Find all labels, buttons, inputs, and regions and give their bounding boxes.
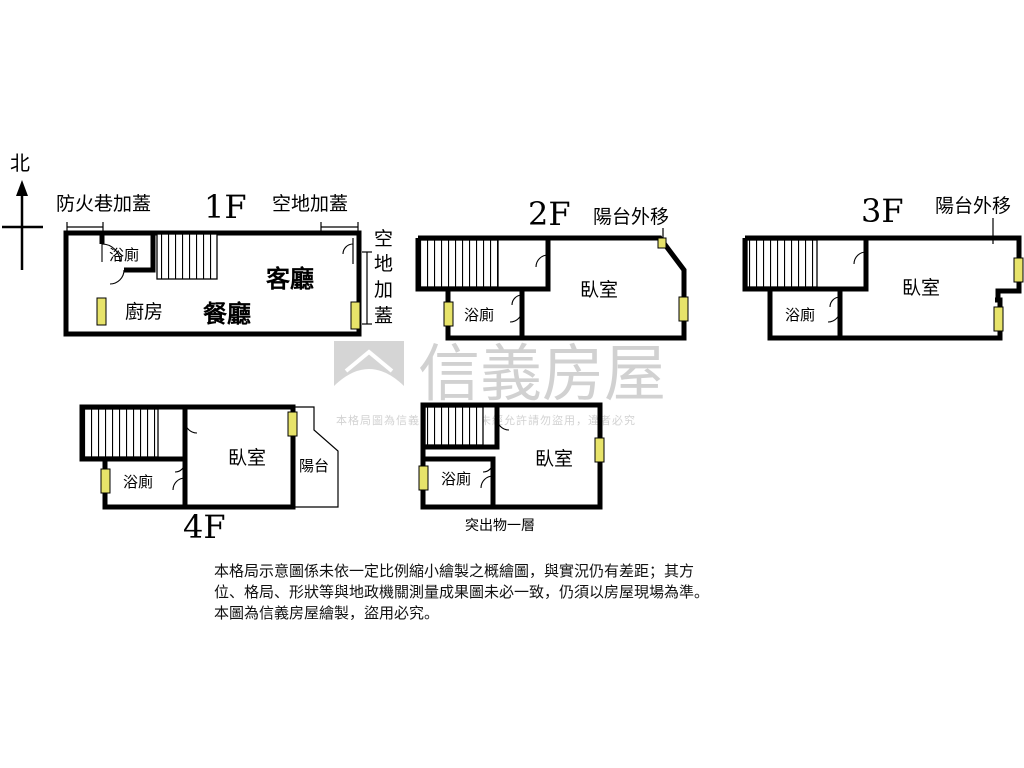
room-label-bedroom-2f: 臥室 [580, 279, 618, 301]
north-compass: 北 [2, 151, 43, 270]
floor-4f: 4F 臥室 浴廁 陽台 [79, 404, 339, 546]
stairs-icon [747, 240, 817, 287]
svg-text:加: 加 [374, 279, 393, 301]
disclaimer: 本格局示意圖係未依一定比例縮小繪製之概繪圖，與實況仍有差距；其方 位、格局、形狀… [214, 561, 834, 624]
window-icon [657, 237, 667, 249]
window-icon [678, 296, 689, 322]
vacant-land-extension-label: 空地加蓋 [272, 193, 348, 215]
svg-text:蓋: 蓋 [374, 305, 393, 327]
window-icon [287, 411, 298, 437]
watermark: 信義房屋 本格局圖為信義房屋繪製，未經允許請勿盜用，違者必究 [334, 337, 666, 427]
floor-1f-title: 1F [204, 188, 247, 226]
floor-rooftop: 突出物一層 臥室 浴廁 [418, 402, 605, 534]
room-label-bath-4f: 浴廁 [123, 473, 153, 491]
room-label-bedroom-4f: 臥室 [228, 447, 266, 469]
window-icon [993, 306, 1004, 332]
brand-logo-icon [334, 341, 404, 401]
stairs-icon [84, 409, 158, 457]
room-label-bedroom-rooftop: 臥室 [535, 448, 573, 470]
balcony-moved-note-2f: 陽台外移 [593, 206, 669, 228]
rooftop-title: 突出物一層 [465, 518, 535, 534]
room-label-bath: 浴廁 [109, 246, 139, 264]
window-icon [96, 297, 107, 326]
window-icon [1013, 257, 1024, 283]
floor-1f-outline [63, 230, 362, 337]
stairs-icon [157, 234, 217, 279]
door-icon [101, 243, 121, 263]
extension-dimension-markers [66, 222, 372, 325]
room-label-balcony-4f: 陽台 [299, 457, 329, 475]
disclaimer-line: 位、格局、形狀等與地政機關測量成果圖未必一致，仍須以房屋現場為準。 [214, 583, 710, 601]
floor-1f: 1F 防火巷加蓋 空地加蓋 空 地 加 蓋 [56, 188, 393, 337]
fire-lane-extension-label: 防火巷加蓋 [56, 193, 151, 215]
stairs-icon [420, 240, 498, 287]
compass-label: 北 [10, 151, 30, 175]
room-label-bath-3f: 浴廁 [785, 306, 815, 324]
room-label-bath-rooftop: 浴廁 [441, 470, 471, 488]
room-label-bedroom-3f: 臥室 [902, 277, 940, 299]
side-extension-label: 空 地 加 蓋 [374, 228, 393, 327]
balcony-moved-note-3f: 陽台外移 [935, 195, 1011, 217]
floor-3f: 3F 陽台外移 臥室 浴廁 [742, 192, 1024, 341]
disclaimer-line: 本圖為信義房屋繪製，盜用必究。 [214, 604, 440, 622]
disclaimer-line: 本格局示意圖係未依一定比例縮小繪製之概繪圖，與實況仍有差距；其方 [214, 562, 695, 580]
window-icon [594, 437, 605, 463]
floor-3f-title: 3F [861, 192, 904, 230]
room-label-kitchen: 廚房 [125, 300, 163, 323]
svg-text:空: 空 [374, 228, 393, 250]
floor-3f-outline [745, 235, 1003, 341]
window-icon [443, 301, 454, 327]
window-icon [350, 301, 361, 330]
floor-2f-title: 2F [528, 195, 571, 233]
svg-text:地: 地 [374, 253, 393, 275]
room-label-dining: 餐廳 [203, 300, 251, 328]
room-label-living: 客廳 [266, 265, 314, 293]
room-label-bath-2f: 浴廁 [464, 306, 494, 324]
watermark-brand: 信義房屋 [418, 337, 666, 410]
watermark-notice: 本格局圖為信義房屋繪製，未經允許請勿盜用，違者必究 [336, 413, 636, 427]
floor-4f-title: 4F [183, 508, 226, 546]
balcony-outline [293, 406, 339, 508]
window-icon [418, 465, 429, 491]
window-icon [100, 468, 111, 494]
stairs-icon [425, 407, 483, 445]
floor-2f: 2F 陽台外移 臥室 浴廁 [415, 195, 689, 341]
